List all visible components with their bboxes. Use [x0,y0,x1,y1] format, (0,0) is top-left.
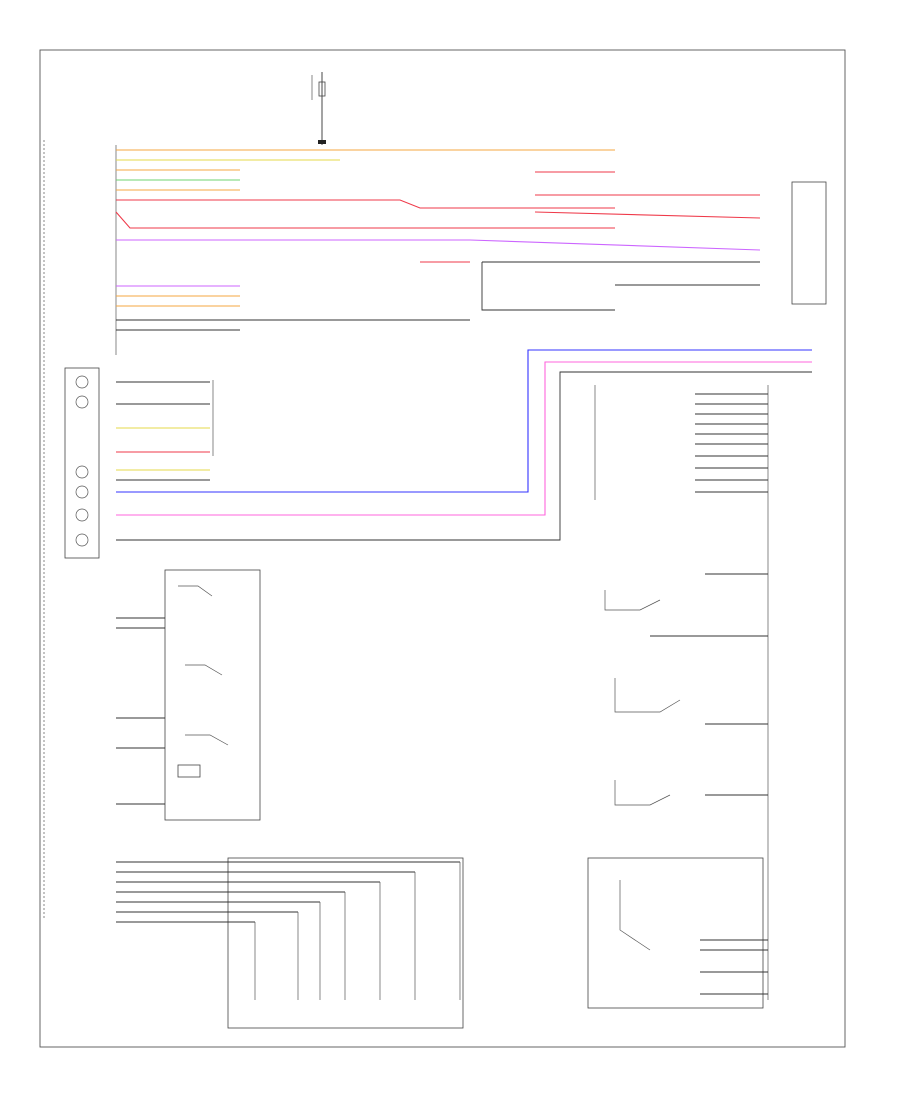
steering-module-block [64,367,100,559]
cruise-switch-resistor-icon [177,764,201,778]
steering-module-connector [43,140,117,920]
cruise-switch-contact-1-icon [178,585,213,597]
cruise-control-switch-box [164,569,261,821]
wire-black-bus [116,371,812,541]
steering-module-connector-3-icon [75,465,89,479]
instrument-cluster-group [116,380,214,481]
steering-module-connector-6-icon [75,533,89,547]
multifunction-switch-block [116,857,464,1029]
fuse-connector-icon [318,140,326,144]
fuse-icon [318,81,326,97]
wire-pink-bus [116,361,812,516]
upper-wire-bundle [115,149,761,251]
steering-module-box [64,367,100,559]
wire-violet-1 [116,239,761,251]
turn-signal-switch-block [587,857,768,1009]
wire-black-right-2 [481,262,615,311]
engine-control-group [420,171,827,311]
steering-module-connector-1-icon [75,375,89,389]
fuse-block [311,72,326,145]
steering-module-connector-4-icon [75,485,89,499]
cruise-switch-contact-3-icon [185,734,229,746]
wire-blue-bus [116,349,812,493]
wire-red-5 [534,211,761,219]
steering-module-connector-2-icon [75,395,89,409]
cruise-control-switch-block [116,569,261,821]
cruise-switch-contact-2-icon [185,664,223,676]
turn-signal-switch-box [587,857,764,1009]
wire-red-2 [115,211,615,229]
steering-module-connector-5-icon [75,508,89,522]
wire-red-1 [116,199,615,209]
body-control-module-box [791,181,827,305]
wiper-contact-1-icon [604,590,661,611]
multifunction-switch-box [227,857,464,1029]
diagram-frame [39,49,846,1048]
turn-signal-contact-icon [619,880,651,951]
wiper-switch-block [594,385,769,1000]
data-bus-wires [116,349,812,541]
lower-wire-bundle [116,285,470,331]
wiper-contact-2-icon [614,678,681,713]
wiper-contact-3-icon [614,780,671,806]
